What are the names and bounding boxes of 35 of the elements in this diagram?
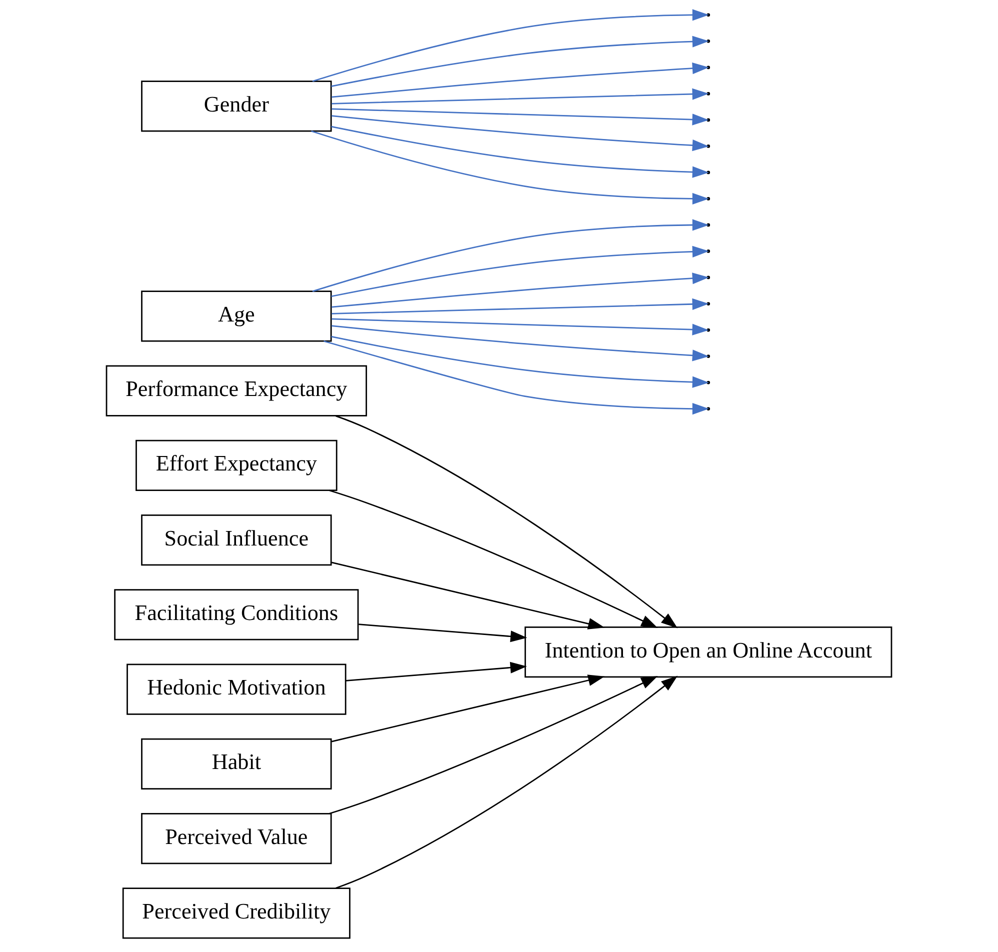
arrow [358, 624, 528, 642]
arrow [331, 336, 709, 388]
node-box: Effort Expectancy [136, 440, 338, 491]
arrow [312, 9, 709, 82]
arrow [332, 62, 709, 98]
node-box: Gender [141, 80, 332, 132]
arrow [336, 676, 678, 889]
arrow [336, 415, 678, 628]
node-box: Perceived Value [141, 813, 332, 864]
node-box: Facilitating Conditions [114, 589, 359, 640]
arrow [332, 88, 709, 104]
arrow [324, 340, 709, 415]
node-box: Intention to Open an Online Account [524, 626, 892, 678]
node-box: Performance Expectancy [106, 365, 368, 416]
arrow [332, 108, 709, 126]
arrow [331, 562, 605, 630]
arrow [332, 325, 709, 362]
arrow [346, 662, 527, 682]
arrow [311, 130, 709, 205]
node-box: Age [141, 290, 332, 342]
arrow [331, 36, 709, 87]
arrow [331, 246, 709, 298]
arrow [331, 126, 709, 178]
node-box: Habit [141, 738, 332, 790]
node-box: Perceived Credibility [122, 888, 350, 939]
arrow [312, 219, 709, 292]
arrow [332, 272, 709, 308]
arrow [332, 115, 709, 152]
arrow [331, 674, 605, 742]
node-box: Social Influence [141, 514, 332, 566]
arrow [329, 676, 658, 814]
arrow [329, 490, 658, 628]
node-box: Hedonic Motivation [126, 664, 346, 715]
arrow [332, 298, 709, 314]
arrow [332, 318, 709, 336]
